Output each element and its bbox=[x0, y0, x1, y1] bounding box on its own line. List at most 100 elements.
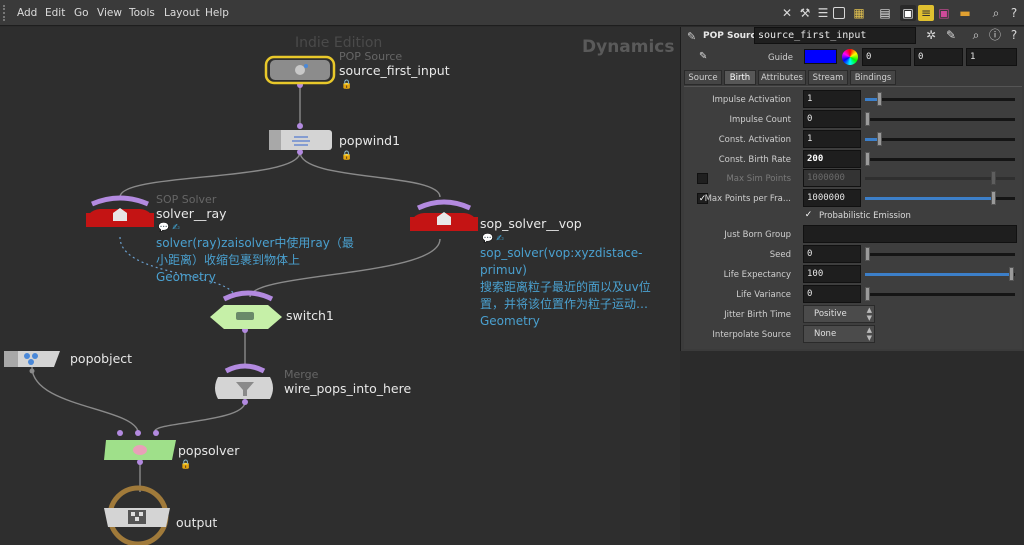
life-variance-slider[interactable] bbox=[865, 285, 1015, 303]
max-points-per-frame-field[interactable]: 1000000 bbox=[803, 189, 861, 207]
info-icon[interactable]: ⓘ bbox=[988, 28, 1001, 42]
max-points-per-frame-slider[interactable] bbox=[865, 189, 1015, 207]
comment-line: 搜索距离粒子最近的面以及uv位 bbox=[480, 280, 651, 294]
menubar-grip[interactable] bbox=[3, 5, 9, 21]
menu-view[interactable]: View bbox=[97, 7, 122, 19]
interpolate-source-dropdown[interactable]: None▲▼ bbox=[803, 325, 875, 343]
list-icon[interactable]: ☰ bbox=[817, 6, 829, 20]
probabilistic-emission-checkbox[interactable]: ✓ bbox=[804, 210, 813, 220]
max-sim-points-slider bbox=[865, 169, 1015, 187]
wire[interactable] bbox=[31, 366, 139, 432]
tab-birth[interactable]: Birth bbox=[724, 70, 756, 85]
impulse-count-slider[interactable] bbox=[865, 110, 1015, 128]
jitter-birth-time-dropdown[interactable]: Positive ▲▼ bbox=[803, 305, 875, 323]
node-source-first-input[interactable] bbox=[264, 55, 336, 85]
search-icon[interactable]: ⌕ bbox=[992, 6, 1000, 20]
wire[interactable] bbox=[154, 401, 246, 432]
node-name-field[interactable]: source_first_input bbox=[754, 27, 916, 44]
life-expectancy-label: Life Expectancy bbox=[723, 270, 791, 280]
seed-slider[interactable] bbox=[865, 245, 1015, 263]
impulse-activation-slider[interactable] bbox=[865, 90, 1015, 108]
wire[interactable] bbox=[249, 238, 441, 298]
sticky-note-icon[interactable]: ≡ bbox=[918, 5, 934, 21]
menu-edit[interactable]: Edit bbox=[45, 7, 66, 19]
max-sim-points-toggle[interactable] bbox=[697, 173, 708, 184]
max-sim-points-label: Max Sim Points bbox=[726, 174, 791, 184]
menubar: Add Edit Go View Tools Layout Help ✕ ⚒ ☰… bbox=[0, 0, 1024, 26]
layout-icon[interactable]: ▤ bbox=[879, 6, 891, 20]
node-solver-ray[interactable] bbox=[86, 195, 154, 227]
seed-field[interactable]: 0 bbox=[803, 245, 861, 263]
node-name-label: output bbox=[176, 515, 218, 530]
node-name-label: popsolver bbox=[178, 443, 240, 458]
impulse-count-field[interactable]: 0 bbox=[803, 110, 861, 128]
wire[interactable] bbox=[119, 151, 301, 198]
menu-layout[interactable]: Layout bbox=[164, 7, 200, 19]
guide-value-b[interactable]: 1 bbox=[966, 48, 1017, 66]
guide-value-g[interactable]: 0 bbox=[914, 48, 963, 66]
node-popwind1[interactable] bbox=[269, 130, 332, 150]
impulse-activation-field[interactable]: 1 bbox=[803, 90, 861, 108]
lock-icon: 🔒 bbox=[341, 151, 353, 161]
node-type-label: POP Source bbox=[703, 31, 762, 41]
node-name-label: source_first_input bbox=[339, 63, 450, 78]
node-wire-pops-into-here[interactable] bbox=[215, 363, 273, 399]
max-points-per-frame-toggle[interactable]: ✓ bbox=[697, 193, 708, 204]
tab-attributes[interactable]: Attributes bbox=[758, 70, 806, 85]
box-icon[interactable]: ▬ bbox=[959, 6, 971, 20]
grid-icon[interactable]: ▦ bbox=[853, 6, 865, 20]
const-activation-field[interactable]: 1 bbox=[803, 130, 861, 148]
const-birth-rate-slider[interactable] bbox=[865, 150, 1015, 168]
node-popobject[interactable] bbox=[4, 351, 60, 367]
node-comment: solver(ray)zaisolver中使用ray（最 小距离）收缩包裹到物体… bbox=[156, 235, 354, 286]
node-popsolver[interactable] bbox=[104, 440, 176, 460]
just-born-group-field[interactable] bbox=[803, 225, 1017, 243]
lock-icon: 🔒 bbox=[341, 80, 353, 90]
color-swatch-icon[interactable]: ▣ bbox=[938, 6, 950, 20]
interpolate-source-label: Interpolate Source bbox=[712, 330, 791, 340]
dropdown-value: Positive bbox=[814, 309, 847, 319]
network-editor[interactable]: Indie Edition Dynamics bbox=[0, 27, 680, 545]
wires-layer bbox=[4, 55, 478, 545]
node-sop-solver-vop[interactable] bbox=[410, 199, 478, 231]
menu-tools[interactable]: Tools bbox=[129, 7, 155, 19]
tab-bindings[interactable]: Bindings bbox=[850, 70, 896, 85]
life-variance-field[interactable]: 0 bbox=[803, 285, 861, 303]
const-birth-rate-field[interactable]: 200 bbox=[803, 150, 861, 168]
node-type-label: SOP Solver bbox=[156, 193, 217, 206]
node-type-label: Merge bbox=[284, 368, 319, 381]
guide-color-swatch[interactable] bbox=[804, 49, 837, 64]
search-icon[interactable]: ⌕ bbox=[972, 28, 980, 42]
life-expectancy-field[interactable]: 100 bbox=[803, 265, 861, 283]
wire[interactable] bbox=[119, 236, 236, 298]
image-icon[interactable]: ▣ bbox=[900, 5, 916, 21]
updown-arrows-icon: ▲▼ bbox=[866, 306, 872, 322]
impulse-activation-label: Impulse Activation bbox=[712, 95, 791, 105]
tab-source[interactable]: Source bbox=[684, 70, 722, 85]
pin-icon[interactable]: ✎ bbox=[699, 51, 708, 62]
node-name-label: sop_solver__vop bbox=[480, 216, 582, 231]
menu-go[interactable]: Go bbox=[74, 7, 89, 19]
const-birth-rate-label: Const. Birth Rate bbox=[718, 155, 791, 165]
brush-icon[interactable]: ✎ bbox=[945, 28, 957, 42]
max-points-per-frame-label: Max Points per Fra... bbox=[704, 194, 791, 204]
wrench-icon[interactable]: ⚒ bbox=[799, 6, 811, 20]
help-icon[interactable]: ? bbox=[1010, 6, 1018, 20]
menu-add[interactable]: Add bbox=[17, 7, 38, 19]
help-icon[interactable]: ? bbox=[1010, 28, 1018, 42]
const-activation-slider[interactable] bbox=[865, 130, 1015, 148]
tab-stream[interactable]: Stream bbox=[808, 70, 848, 85]
gear-icon[interactable]: ✲ bbox=[925, 28, 937, 42]
pin-tool-icon[interactable]: ✕ bbox=[781, 6, 793, 20]
guide-value-r[interactable]: 0 bbox=[862, 48, 911, 66]
node-name-label: popwind1 bbox=[339, 133, 401, 148]
node-switch1[interactable] bbox=[210, 290, 282, 329]
life-expectancy-slider[interactable] bbox=[865, 265, 1015, 283]
square-icon[interactable] bbox=[833, 7, 845, 19]
wire[interactable] bbox=[299, 151, 441, 198]
menu-help[interactable]: Help bbox=[205, 7, 229, 19]
comment-line: 置，并将该位置作为粒子运动… bbox=[480, 297, 649, 311]
node-output[interactable] bbox=[104, 485, 170, 545]
color-wheel-icon[interactable] bbox=[842, 49, 858, 65]
seed-label: Seed bbox=[769, 250, 791, 260]
